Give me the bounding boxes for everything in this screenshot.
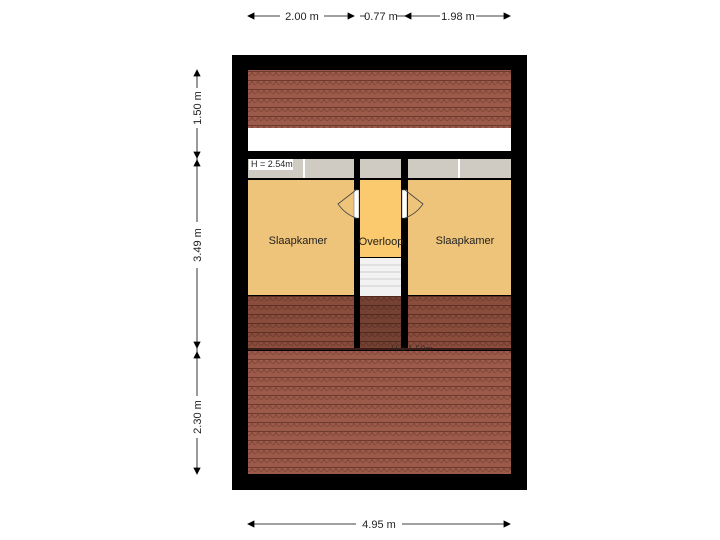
dim-left-top: 1.50 m (192, 91, 204, 125)
dim-top-right: 1.98 m (441, 11, 475, 23)
room-left-bedroom (248, 180, 354, 295)
height-label-upper: H = 2.54m (251, 159, 293, 169)
roof-slope-middle (360, 296, 401, 349)
open-strip (248, 128, 511, 151)
left-dimension-lines (193, 69, 201, 475)
roof-slope-left (248, 296, 354, 349)
bottom-dimension-line (247, 520, 511, 528)
door-right (401, 189, 424, 219)
dim-left-middle: 3.49 m (192, 228, 204, 262)
dim-top-middle: 0.77 m (364, 11, 398, 23)
roof-top (248, 70, 511, 128)
room-label-landing: Overloop (359, 236, 404, 248)
roof-slope-right (408, 296, 511, 349)
height-label-lower: H = 1.50m (391, 344, 433, 354)
dim-top-left: 2.00 m (285, 11, 319, 23)
room-label-left-bedroom: Slaapkamer (269, 235, 328, 247)
dim-left-bottom: 2.30 m (192, 400, 204, 434)
dim-bottom-total: 4.95 m (362, 519, 396, 531)
windows-row (248, 159, 511, 178)
room-landing (360, 180, 401, 257)
stairs (360, 258, 401, 296)
room-label-right-bedroom: Slaapkamer (436, 235, 495, 247)
door-left (337, 189, 360, 219)
roof-bottom (248, 351, 511, 474)
room-right-bedroom (408, 180, 511, 295)
top-dimension-lines (247, 12, 511, 20)
